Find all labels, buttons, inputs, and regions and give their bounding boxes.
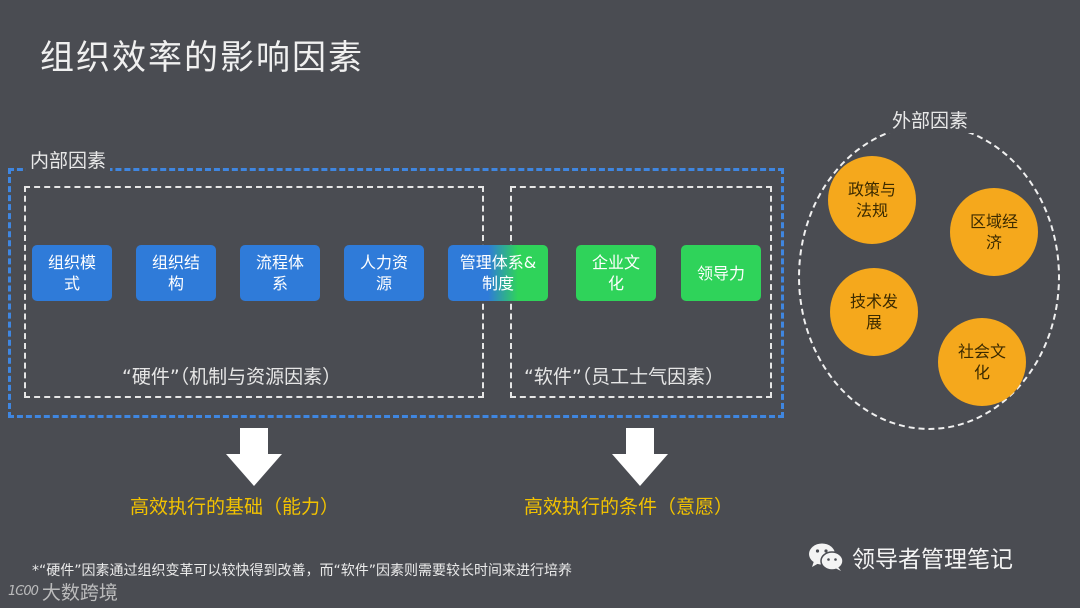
factor-management-system: 管理体系&制度 <box>448 245 548 301</box>
factor-label: 源 <box>375 274 392 293</box>
factor-label: 区域经 <box>969 212 1018 231</box>
factor-label: 领导力 <box>696 263 745 283</box>
factor-label: 企业文 <box>591 253 640 272</box>
factor-org-model: 组织模式 <box>32 245 112 301</box>
software-result: 高效执行的条件（意愿） <box>524 496 734 518</box>
factor-label: 社会文 <box>957 342 1006 361</box>
footnote: *“硬件”因素通过组织变革可以较快得到改善，而“软件”因素则需要较长时间来进行培… <box>32 563 573 579</box>
factor-label: 系 <box>271 274 288 293</box>
factor-label: 化 <box>607 274 624 293</box>
hardware-result: 高效执行的基础（能力） <box>130 496 340 518</box>
hardware-caption: “硬件”（机制与资源因素） <box>122 366 342 388</box>
watermark-logo: 1Ͼ00 <box>8 584 39 599</box>
factor-label: 式 <box>63 274 80 293</box>
brand-name: 领导者管理笔记 <box>852 547 1013 573</box>
watermark-text: 大数跨境 <box>41 582 118 604</box>
brand: 领导者管理笔记 <box>808 540 1013 574</box>
external-factor-regional-economy: 区域经济 <box>950 188 1038 276</box>
external-factors-circle <box>798 124 1060 430</box>
factor-label: 构 <box>167 274 184 293</box>
external-factors-label: 外部因素 <box>886 106 975 133</box>
factor-label: 济 <box>985 233 1002 252</box>
internal-factors-label: 内部因素 <box>26 146 111 173</box>
factor-label: 展 <box>865 313 882 332</box>
factor-process-system: 流程体系 <box>240 245 320 301</box>
factor-label: 人力资 <box>359 253 408 272</box>
watermark: 1Ͼ00 大数跨境 <box>8 578 118 605</box>
factor-label: 组织模 <box>47 253 96 272</box>
factor-label: 化 <box>973 363 990 382</box>
external-factor-policy: 政策与法规 <box>828 156 916 244</box>
factor-label: 组织结 <box>151 253 200 272</box>
factor-corporate-culture: 企业文化 <box>576 245 656 301</box>
factor-label: 管理体系& <box>459 253 537 272</box>
factor-label: 制度 <box>481 274 514 293</box>
external-factor-social-culture: 社会文化 <box>938 318 1026 406</box>
internal-factors-frame <box>8 168 784 418</box>
page-title: 组织效率的影响因素 <box>40 38 364 78</box>
external-factor-technology: 技术发展 <box>830 268 918 356</box>
down-arrow-icon <box>226 428 282 486</box>
down-arrow-icon <box>612 428 668 486</box>
factor-label: 流程体 <box>255 253 304 272</box>
factor-org-structure: 组织结构 <box>136 245 216 301</box>
factor-label: 政策与 <box>847 180 896 199</box>
factor-label: 法规 <box>855 201 888 220</box>
wechat-icon <box>809 543 844 571</box>
factor-leadership: 领导力 <box>681 245 761 301</box>
factor-label: 技术发 <box>849 292 898 311</box>
software-caption: “软件”（员工士气因素） <box>524 366 725 388</box>
factor-human-resources: 人力资源 <box>344 245 424 301</box>
